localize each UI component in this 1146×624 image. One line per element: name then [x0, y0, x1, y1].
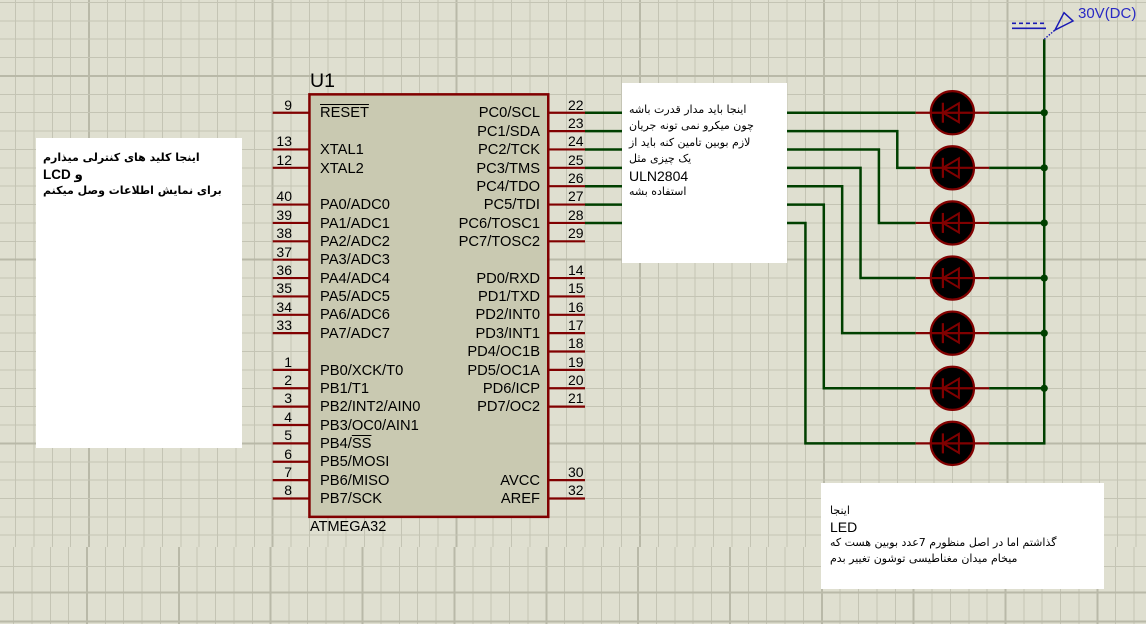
junction-dot — [1040, 219, 1048, 227]
note-line: لازم بوبین تامین کنه باید از — [629, 135, 751, 149]
chip-body[interactable] — [308, 93, 550, 519]
diode-arrow-icon — [940, 211, 960, 235]
note-line: اینجا کلید های کنترلی میذارم — [43, 151, 200, 164]
note-line: و LCD — [43, 166, 83, 182]
note-line: LED — [830, 518, 858, 535]
led-6[interactable] — [915, 365, 990, 411]
note-line: برای نمایش اطلاعات وصل میکنم — [43, 184, 222, 197]
junction-dot — [1040, 329, 1048, 337]
note-textbox-leds[interactable]: اینجا LED گذاشتم اما در اصل منظورم 7عدد … — [821, 483, 1104, 589]
led-5[interactable] — [915, 310, 990, 356]
note-line: ULN2804 — [629, 167, 689, 184]
led-1[interactable] — [915, 90, 990, 136]
junction-dot — [1040, 164, 1048, 172]
note-line: گذاشتم اما در اصل منظورم 7عدد بوبین هست … — [830, 535, 1057, 549]
diode-arrow-icon — [940, 377, 960, 400]
diode-arrow-icon — [940, 432, 960, 455]
supply-bus-wire[interactable] — [989, 39, 1046, 445]
note-line: اینجا — [830, 503, 850, 517]
leds — [915, 90, 990, 467]
terminal-arrow-icon — [1053, 11, 1075, 32]
junction-dot — [1040, 384, 1048, 392]
junction-dot — [1040, 274, 1048, 282]
diode-arrow-icon — [940, 101, 960, 124]
diode-arrow-icon — [940, 321, 960, 345]
led-4[interactable] — [915, 255, 990, 301]
diode-arrow-icon — [940, 266, 960, 290]
note-line: میخام میدان مغناطیسی توشون تغییر بدم — [830, 551, 1018, 565]
note-line: چون میکرو نمی تونه جریان — [629, 119, 754, 133]
led-3[interactable] — [915, 200, 990, 246]
led-7[interactable] — [915, 420, 990, 467]
note-line: استفاده بشه — [629, 185, 687, 199]
note-line: اینجا باید مدار قدرت باشه — [629, 102, 747, 116]
note-line: یک چیزی مثل — [629, 152, 692, 166]
power-terminal[interactable] — [1012, 11, 1075, 40]
note-textbox-driver[interactable]: اینجا باید مدار قدرت باشه چون میکرو نمی … — [622, 83, 787, 263]
note-textbox-controls[interactable]: اینجا کلید های کنترلی میذارم و LCD برای … — [36, 138, 242, 448]
component-pins — [272, 111, 585, 500]
junction-dot — [1040, 109, 1048, 117]
diode-arrow-icon — [940, 156, 960, 180]
led-2[interactable] — [915, 145, 990, 191]
terminal-stem — [1043, 29, 1056, 40]
